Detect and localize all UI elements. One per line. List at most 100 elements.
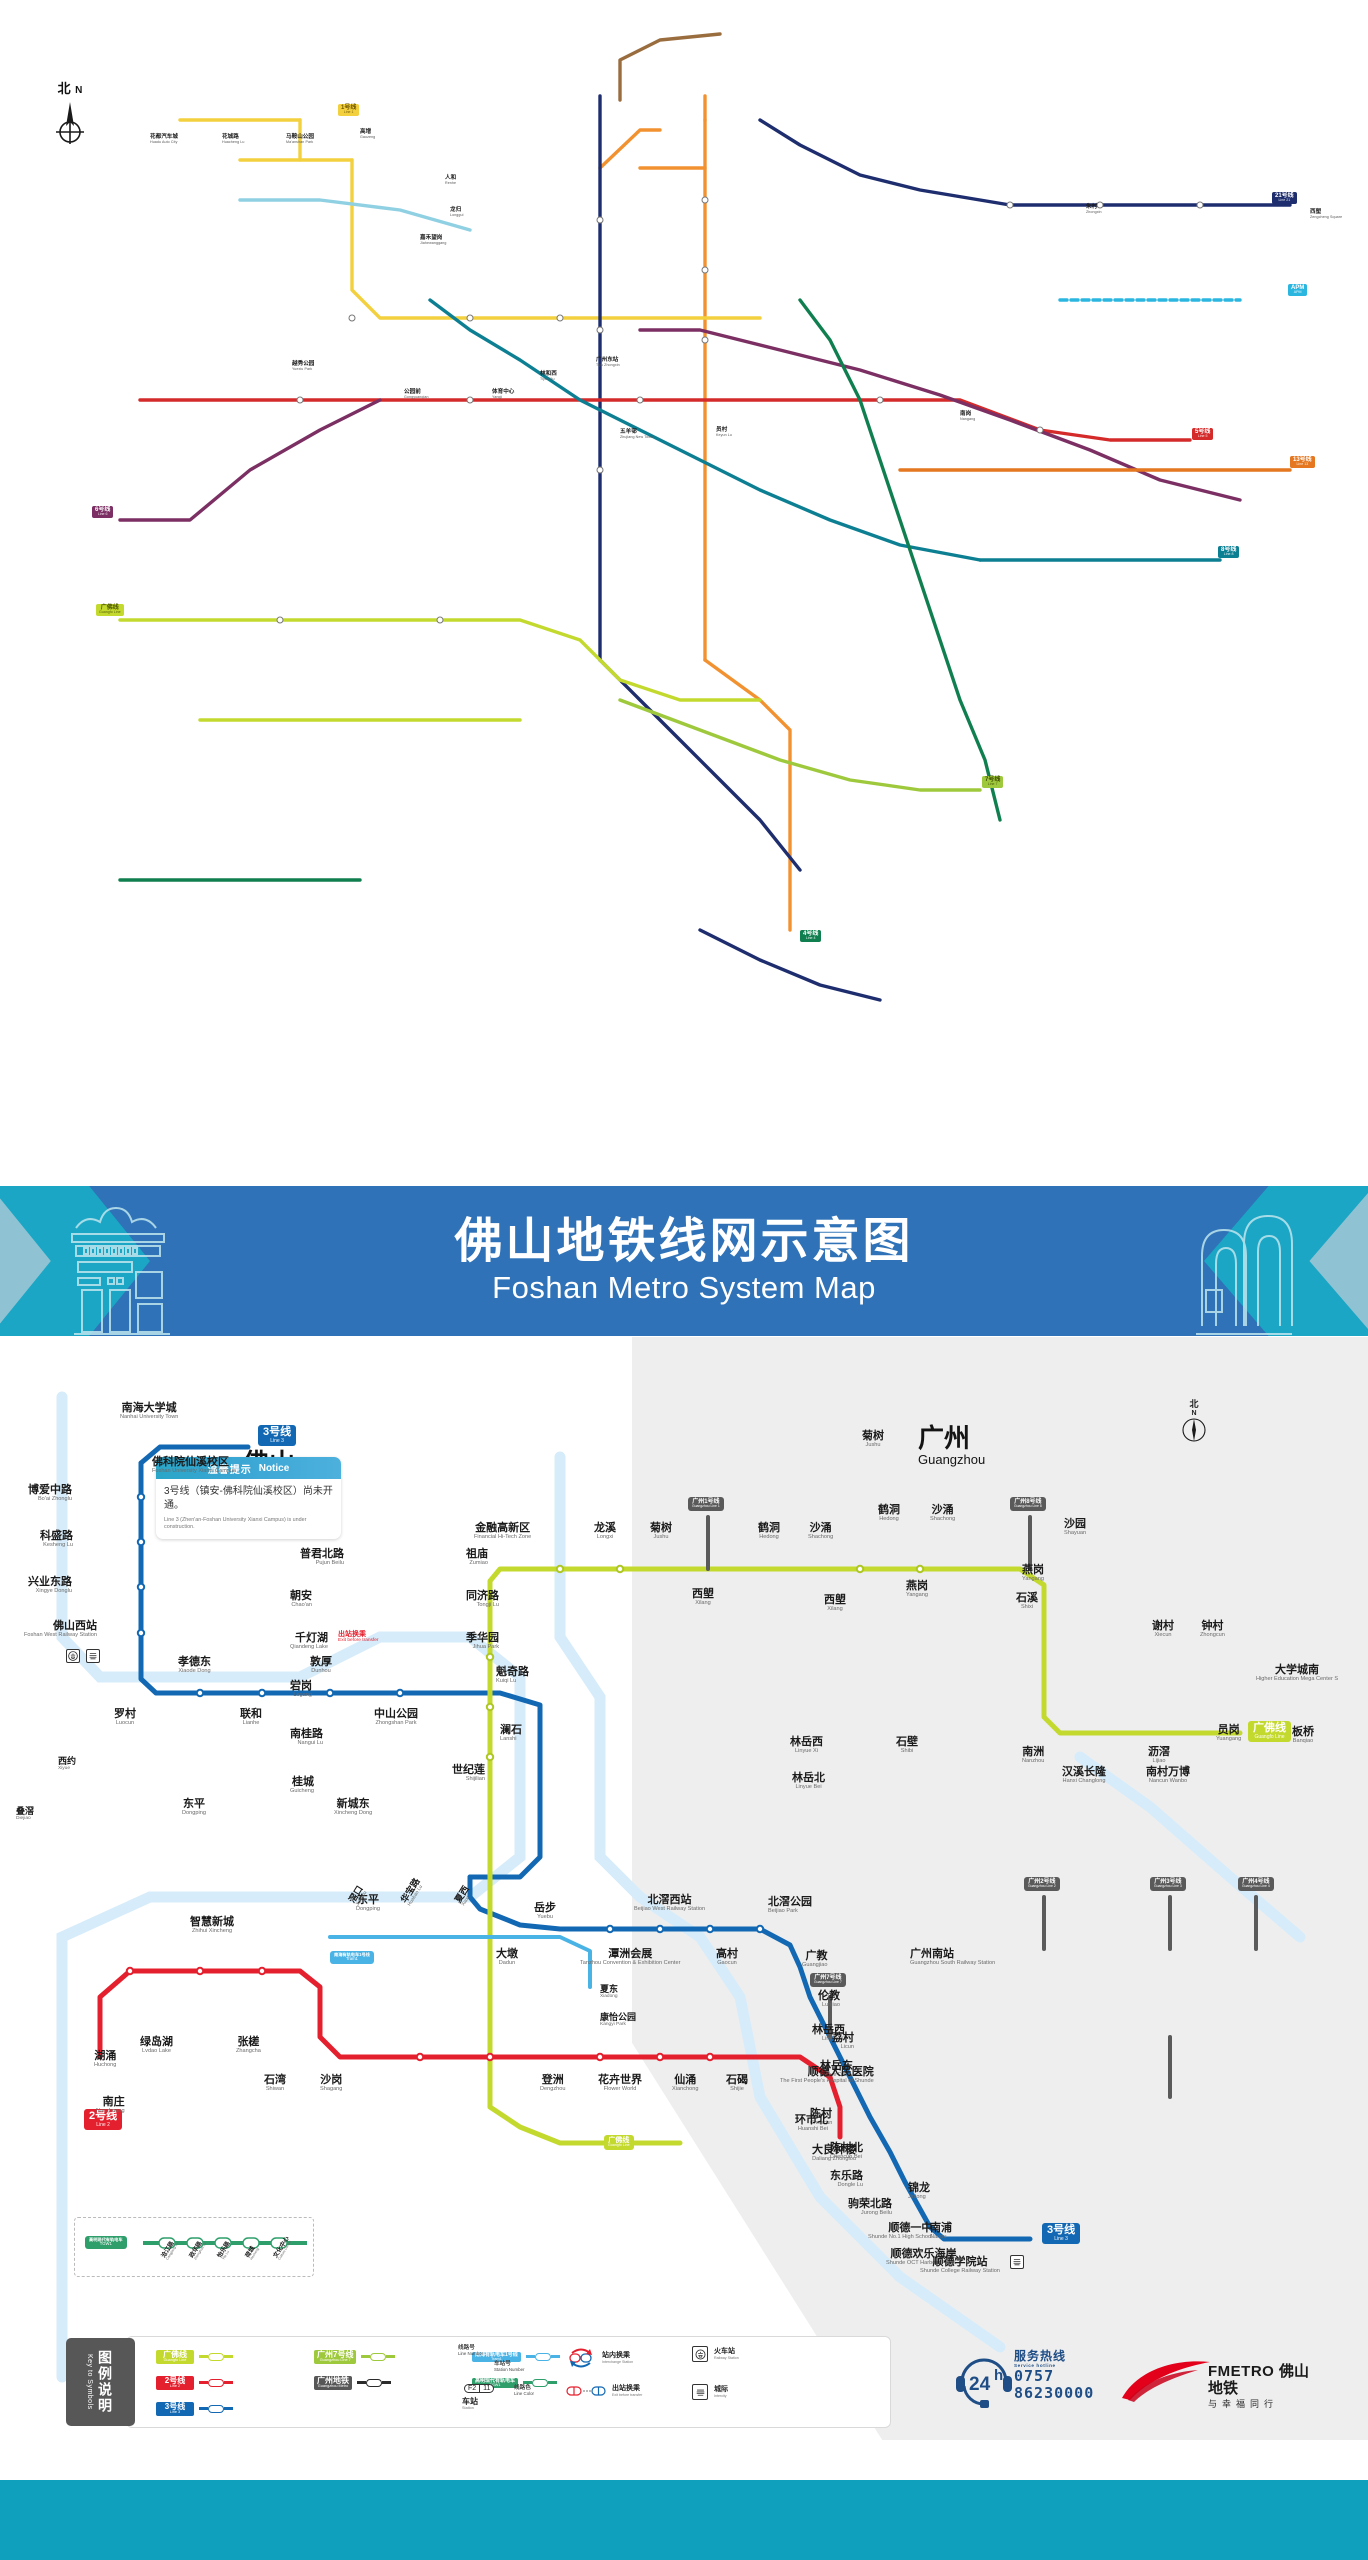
legend-key-title: Key to Symbols 图例说明: [66, 2338, 135, 2426]
compass-bottom: 北 N: [1174, 1397, 1214, 1448]
banner-titles: 佛山地铁线网示意图 Foshan Metro System Map: [0, 1186, 1368, 1336]
headset-24h-icon: 24 h: [956, 2358, 1012, 2408]
compass-needle-icon: [1182, 1418, 1206, 1442]
hotline-label-cn: 服务热线: [1014, 2349, 1067, 2363]
notice-header: 温馨提示 Notice: [156, 1457, 341, 1479]
legend-sample: [361, 2352, 396, 2361]
railway-station-icon: [66, 1649, 80, 1663]
notice-box[interactable]: 温馨提示 Notice 3号线（镇安-佛科院仙溪校区）尚未开通。 Line 3 …: [156, 1457, 341, 1540]
notice-body-en: Line 3 (Zhen'an-Foshan University Xianxi…: [164, 1517, 307, 1531]
legend-key-title-en: Key to Symbols: [86, 2354, 93, 2410]
compass-top: 北 N: [40, 80, 100, 146]
hotline-number: 86230000: [1014, 2383, 1095, 2402]
fmetro-wordmark-en: FMETRO: [1208, 2363, 1275, 2380]
foshan-network-map[interactable]: 佛山 Foshan 广州 Guangzhou 北 N: [0, 1337, 1368, 2440]
svg-text:h: h: [994, 2367, 1003, 2384]
intercity-icon: [692, 2384, 708, 2400]
intercity-icon: [1010, 2255, 1024, 2269]
fmetro-slogan: 与幸福同行: [1208, 2399, 1279, 2409]
guangzhou-network-map[interactable]: 北 N: [0, 0, 1368, 1185]
fmetro-brand: FMETRO 佛山地铁 与幸福同行: [1118, 2352, 1318, 2412]
legend-station-code: 11: [480, 2384, 495, 2393]
hotline-area-code: 0757: [1014, 2367, 1055, 2386]
fmetro-wordmark-line1: FMETRO 佛山地铁: [1208, 2363, 1318, 2397]
compass-label-en: N: [75, 85, 83, 96]
banner-title-en: Foshan Metro System Map: [492, 1270, 876, 1306]
footer-bar: [0, 2480, 1368, 2560]
city-label-guangzhou: 广州 Guangzhou: [918, 1423, 986, 1468]
banner-title-cn: 佛山地铁线网示意图: [454, 1215, 914, 1269]
fmetro-wordmark-cn: 佛山地铁: [1208, 2363, 1310, 2397]
legend-sample: [525, 2352, 560, 2361]
svg-text:24: 24: [969, 2374, 991, 2395]
intercity-icon: [86, 1649, 100, 1663]
river-layer: [56, 1391, 1306, 2383]
